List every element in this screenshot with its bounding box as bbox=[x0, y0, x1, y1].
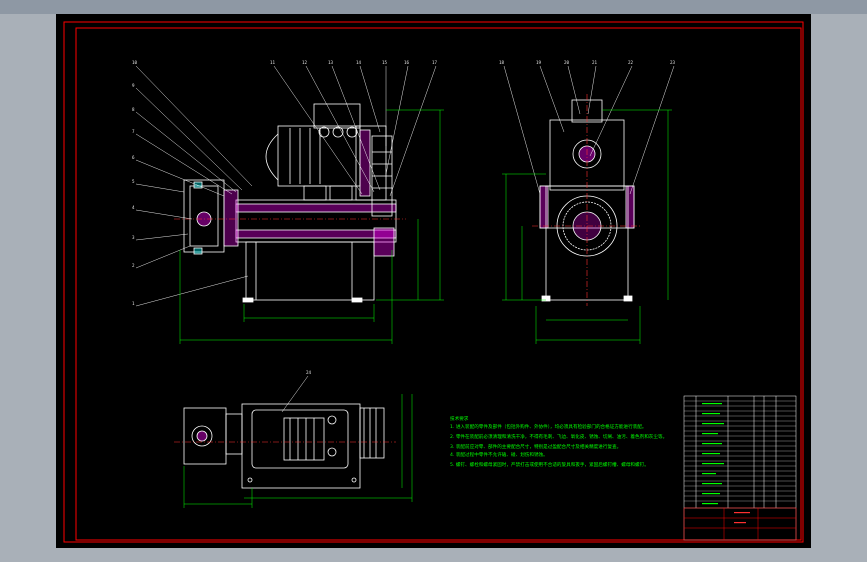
pn-1: 1 bbox=[132, 301, 135, 306]
front-leaders bbox=[135, 65, 437, 307]
top-dimensions bbox=[183, 394, 413, 508]
tech-req-line-1: 1. 进入装配的零件及部件（包括外购件、外协件），均必须具有检验部门的合格证方能… bbox=[450, 423, 647, 430]
top-view bbox=[183, 403, 385, 489]
front-view bbox=[183, 103, 397, 303]
front-dimensions bbox=[179, 109, 444, 344]
tech-requirements: 技术要求 1. 进入装配的零件及部件（包括外购件、外协件），均必须具有检验部门的… bbox=[450, 415, 667, 468]
tech-req-line-5: 5. 螺钉、螺栓和螺母紧固时，严禁打击或使用不合适的旋具和扳手，紧固后螺钉槽、螺… bbox=[450, 461, 649, 468]
pn-13: 13 bbox=[328, 60, 334, 65]
top-pulley bbox=[359, 407, 385, 459]
foot-left bbox=[242, 297, 254, 303]
pn-6: 6 bbox=[132, 155, 135, 160]
top-motor-frame bbox=[241, 403, 361, 489]
cad-drawing: 10 9 8 7 6 5 4 3 2 1 11 12 13 14 15 16 1… bbox=[63, 21, 804, 543]
base-stand bbox=[245, 241, 375, 301]
pn-21: 21 bbox=[592, 60, 598, 65]
pn-9: 9 bbox=[132, 83, 135, 88]
pn-16: 16 bbox=[404, 60, 410, 65]
terminal-box bbox=[313, 103, 361, 129]
drawing-sheet: 10 9 8 7 6 5 4 3 2 1 11 12 13 14 15 16 1… bbox=[56, 14, 811, 548]
foot-right bbox=[351, 297, 363, 303]
pn-10: 10 bbox=[132, 60, 138, 65]
pn-20: 20 bbox=[564, 60, 570, 65]
housing-hatch-bottom bbox=[235, 229, 397, 239]
pn-19: 19 bbox=[536, 60, 542, 65]
pn-17: 17 bbox=[432, 60, 438, 65]
bom-rows bbox=[684, 400, 796, 502]
pn-3: 3 bbox=[132, 235, 135, 240]
tech-req-line-3: 3. 装配前应对零、部件的主要配合尺寸，特别是过盈配合尺寸及相关精度进行复查。 bbox=[450, 443, 621, 450]
side-leaders bbox=[503, 65, 675, 195]
pn-12: 12 bbox=[302, 60, 308, 65]
pn-4: 4 bbox=[132, 205, 135, 210]
pn-5: 5 bbox=[132, 179, 135, 184]
viewer-top-bar bbox=[0, 0, 867, 14]
pn-23: 23 bbox=[670, 60, 676, 65]
pn-22: 22 bbox=[628, 60, 634, 65]
side-dimensions bbox=[502, 109, 672, 344]
pn-2: 2 bbox=[132, 263, 135, 268]
pn-15: 15 bbox=[382, 60, 388, 65]
tech-req-line-4: 4. 装配过程中零件不允许磕、碰、划伤和锈蚀。 bbox=[450, 451, 548, 458]
title-block bbox=[683, 395, 797, 541]
pn-11: 11 bbox=[270, 60, 276, 65]
pn-8: 8 bbox=[132, 107, 135, 112]
housing-hatch-top bbox=[235, 203, 397, 213]
pn-7: 7 bbox=[132, 129, 135, 134]
pn-14: 14 bbox=[356, 60, 362, 65]
front-part-numbers: 10 9 8 7 6 5 4 3 2 1 11 12 13 14 15 16 1… bbox=[132, 60, 438, 306]
inner-frame bbox=[75, 27, 802, 541]
gearbox bbox=[355, 125, 387, 201]
outer-frame bbox=[63, 21, 804, 543]
side-part-numbers: 18 19 20 21 22 23 bbox=[499, 60, 676, 65]
tech-req-title: 技术要求 bbox=[450, 415, 469, 422]
top-leader bbox=[281, 375, 309, 413]
tech-req-line-2: 2. 零件在装配前必须清理和清洗干净，不得有毛刺、飞边、氧化皮、锈蚀、切屑、油污… bbox=[450, 433, 667, 440]
pn-18: 18 bbox=[499, 60, 505, 65]
pn-24: 24 bbox=[306, 370, 312, 375]
bom-text-marks bbox=[702, 403, 750, 524]
title-block-lower bbox=[683, 507, 797, 541]
bom-table bbox=[683, 395, 797, 541]
